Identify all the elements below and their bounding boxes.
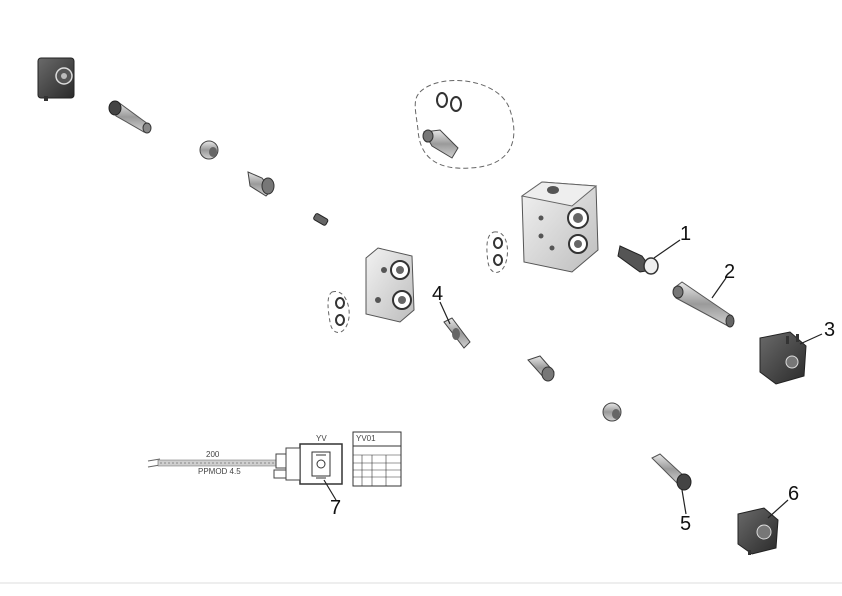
part-2-armature-tube: [672, 281, 735, 328]
part-5-armature-lower: [651, 453, 692, 491]
nut-upper: [199, 140, 219, 160]
callout-2: 2: [724, 261, 736, 283]
part-1-cartridge: [617, 245, 659, 275]
connector-spec-table: [352, 431, 402, 487]
part-3-solenoid-coil: [759, 331, 807, 385]
connector-table-title: YV01: [356, 434, 376, 443]
solenoid-coil-top-left: [37, 57, 75, 101]
o-ring-pair-middle: [486, 231, 508, 273]
callout-3: 3: [824, 319, 836, 341]
valve-body-secondary: [365, 247, 415, 323]
callout-5: 5: [680, 513, 692, 535]
solenoid-armature-tube-upper: [108, 100, 152, 134]
nut-lower: [602, 402, 622, 422]
connector-box-label: YV: [316, 434, 327, 443]
callout-leader-lines: [323, 239, 823, 519]
callout-7: 7: [330, 497, 342, 519]
part-4-stem: [443, 317, 471, 349]
wire-length-label: 200: [206, 450, 220, 459]
optional-cartridge-group: [414, 80, 515, 169]
o-ring-pair-left: [327, 291, 350, 333]
wire-spec-label: PPMOD 4.5: [198, 467, 241, 476]
fitting-upper: [247, 171, 275, 197]
part-7-connector-drawing: [147, 443, 343, 485]
part-6-solenoid-coil: [737, 507, 779, 555]
callout-1: 1: [680, 223, 692, 245]
valve-body-main: [520, 181, 599, 273]
small-pin: [313, 213, 329, 226]
fitting-lower: [527, 355, 555, 382]
callout-6: 6: [788, 483, 800, 505]
callout-4: 4: [432, 283, 444, 305]
